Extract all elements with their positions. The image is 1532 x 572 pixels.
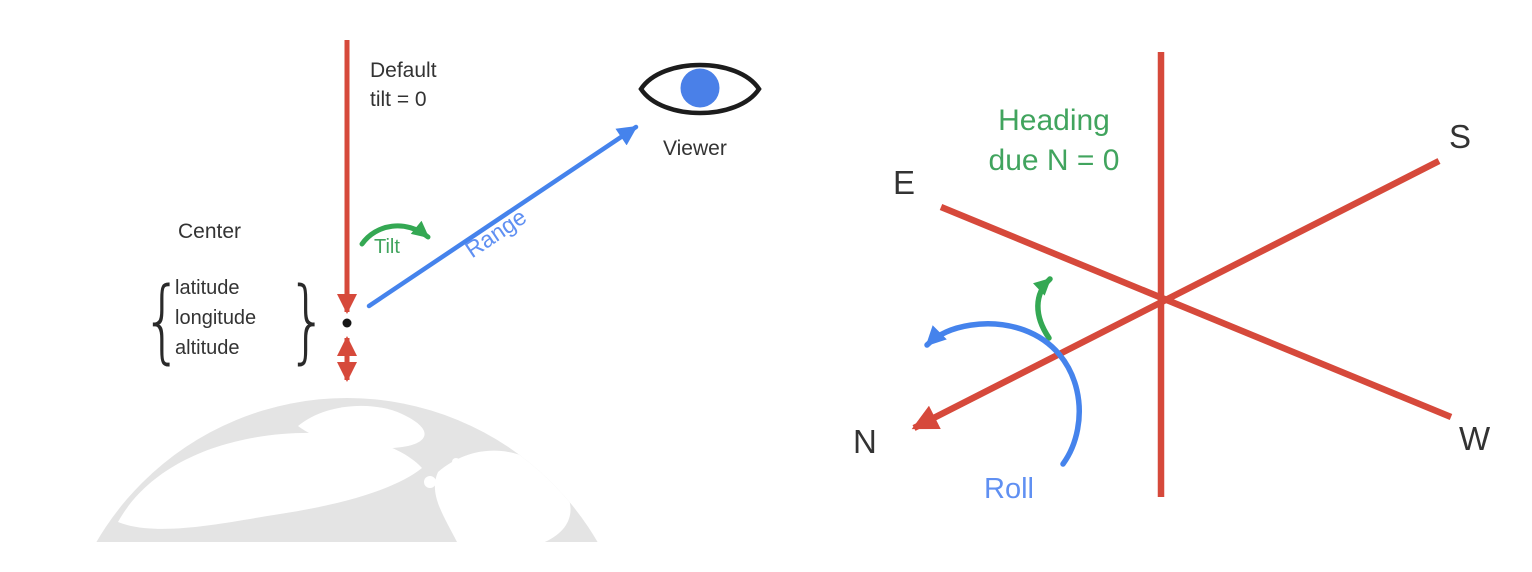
heading-line1: Heading [998,104,1110,137]
default-tilt-label: Default tilt = 0 [370,56,437,114]
east-west-axis-line [939,203,1453,421]
center-coordinates-list: latitude longitude altitude [175,273,256,363]
south-north-axis-arrow [911,158,1441,431]
range-arrow [366,124,639,309]
default-tilt-line2: tilt = 0 [370,88,427,111]
default-tilt-line1: Default [370,59,437,82]
center-point-dot [342,318,352,328]
brace-open: { [142,268,183,374]
north-label: N [853,423,877,460]
coord-latitude: latitude [175,277,240,299]
tilt-label: Tilt [374,236,400,258]
coord-longitude: longitude [175,307,257,329]
globe-icon [96,398,598,542]
eye-icon [638,62,762,116]
roll-label: Roll [984,473,1034,505]
viewer-label: Viewer [663,137,727,160]
tilt-arc-arrow [359,220,431,247]
brace-close: } [287,268,328,374]
heading-label: Heading due N = 0 [958,101,1150,181]
center-label: Center [178,220,242,243]
heading-arc-arrow [1033,276,1053,341]
roll-arc-arrow [924,321,1082,467]
east-label: E [893,164,916,201]
south-label: S [1449,118,1472,155]
heading-line2: due N = 0 [988,144,1120,177]
west-label: W [1459,420,1491,457]
coord-altitude: altitude [175,337,240,359]
